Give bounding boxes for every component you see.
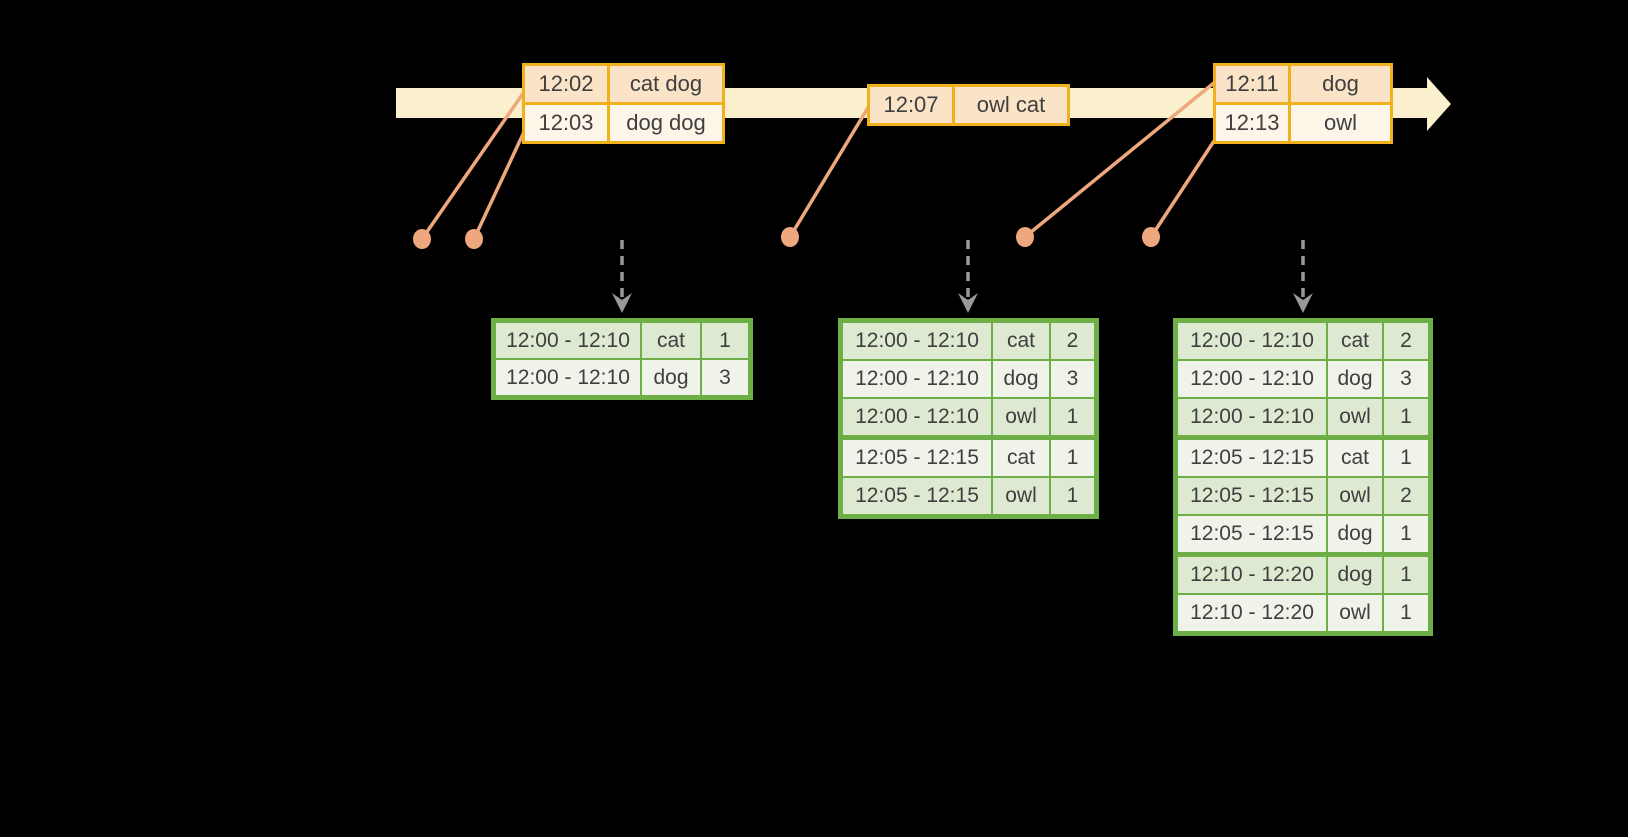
- result-row: 12:00 - 12:10 owl 1: [1178, 399, 1428, 435]
- trigger-arrowhead-icon: [1293, 293, 1313, 313]
- window-cell: 12:10 - 12:20: [1178, 595, 1326, 631]
- event-dots: [413, 227, 1160, 249]
- result-row: 12:05 - 12:15 cat 1: [1178, 440, 1428, 476]
- event-words-cell: dog: [1291, 66, 1390, 102]
- window-cell: 12:00 - 12:10: [843, 323, 991, 359]
- window-cell: 12:00 - 12:10: [496, 323, 640, 358]
- word-cell: owl: [1328, 595, 1382, 631]
- count-cell: 1: [1051, 399, 1094, 435]
- word-cell: cat: [1328, 440, 1382, 476]
- result-table: 12:00 - 12:10 cat 1 12:00 - 12:10 dog 3: [491, 318, 753, 400]
- word-cell: dog: [1328, 361, 1382, 397]
- window-cell: 12:05 - 12:15: [1178, 478, 1326, 514]
- event-time-cell: 12:11: [1216, 66, 1288, 102]
- event-connector-line: [1149, 140, 1216, 238]
- result-row: 12:00 - 12:10 dog 3: [1178, 361, 1428, 397]
- window-cell: 12:00 - 12:10: [1178, 361, 1326, 397]
- event-table: 12:02 cat dog 12:03 dog dog: [522, 63, 725, 144]
- word-cell: owl: [993, 478, 1049, 514]
- count-cell: 2: [1384, 478, 1428, 514]
- count-cell: 1: [1384, 516, 1428, 552]
- count-cell: 1: [1384, 557, 1428, 593]
- result-row: 12:00 - 12:10 cat 1: [496, 323, 748, 358]
- window-cell: 12:00 - 12:10: [1178, 399, 1326, 435]
- event-connector-line: [788, 105, 871, 238]
- count-cell: 3: [1051, 361, 1094, 397]
- count-cell: 2: [1384, 323, 1428, 359]
- window-cell: 12:10 - 12:20: [1178, 557, 1326, 593]
- window-cell: 12:00 - 12:10: [496, 360, 640, 395]
- result-row: 12:00 - 12:10 owl 1: [843, 399, 1094, 435]
- result-row: 12:10 - 12:20 dog 1: [1178, 557, 1428, 593]
- event-connector-lines: [420, 80, 1217, 240]
- window-cell: 12:05 - 12:15: [1178, 516, 1326, 552]
- event-connector-line: [420, 91, 526, 240]
- result-table: 12:00 - 12:10 cat 2 12:00 - 12:10 dog 3 …: [838, 318, 1099, 519]
- event-dot: [1142, 227, 1160, 247]
- result-row: 12:00 - 12:10 dog 3: [843, 361, 1094, 397]
- result-row: 12:05 - 12:15 owl 1: [843, 478, 1094, 514]
- result-row: 12:05 - 12:15 dog 1: [1178, 516, 1428, 552]
- window-cell: 12:05 - 12:15: [843, 440, 991, 476]
- count-cell: 1: [702, 323, 748, 358]
- count-cell: 3: [702, 360, 748, 395]
- result-row: 12:00 - 12:10 cat 2: [843, 323, 1094, 359]
- event-dot: [465, 229, 483, 249]
- word-cell: dog: [642, 360, 700, 395]
- result-row: 12:10 - 12:20 owl 1: [1178, 595, 1428, 631]
- word-cell: dog: [993, 361, 1049, 397]
- timeline-arrowhead-icon: [1427, 77, 1451, 131]
- word-cell: owl: [1328, 399, 1382, 435]
- trigger-arrowhead-icon: [958, 293, 978, 313]
- window-cell: 12:05 - 12:15: [843, 478, 991, 514]
- window-cell: 12:00 - 12:10: [843, 399, 991, 435]
- event-time-cell: 12:13: [1216, 105, 1288, 141]
- word-cell: dog: [1328, 557, 1382, 593]
- event-connector-line: [472, 131, 526, 240]
- event-dot: [781, 227, 799, 247]
- window-cell: 12:00 - 12:10: [1178, 323, 1326, 359]
- event-dot: [1016, 227, 1034, 247]
- word-cell: cat: [993, 440, 1049, 476]
- event-words-cell: dog dog: [610, 105, 722, 141]
- count-cell: 1: [1384, 399, 1428, 435]
- event-dot: [413, 229, 431, 249]
- result-row: 12:00 - 12:10 cat 2: [1178, 323, 1428, 359]
- word-cell: cat: [1328, 323, 1382, 359]
- count-cell: 3: [1384, 361, 1428, 397]
- count-cell: 1: [1051, 478, 1094, 514]
- event-table: 12:07 owl cat: [867, 84, 1070, 126]
- event-words-cell: cat dog: [610, 66, 722, 102]
- event-time-cell: 12:07: [870, 87, 952, 123]
- event-connector-line: [1023, 80, 1217, 239]
- event-time-cell: 12:03: [525, 105, 607, 141]
- word-cell: owl: [1328, 478, 1382, 514]
- event-words-cell: owl cat: [955, 87, 1067, 123]
- event-words-cell: owl: [1291, 105, 1390, 141]
- result-table: 12:00 - 12:10 cat 2 12:00 - 12:10 dog 3 …: [1173, 318, 1433, 636]
- count-cell: 1: [1384, 595, 1428, 631]
- result-row: 12:00 - 12:10 dog 3: [496, 360, 748, 395]
- result-row: 12:05 - 12:15 owl 2: [1178, 478, 1428, 514]
- count-cell: 2: [1051, 323, 1094, 359]
- window-cell: 12:00 - 12:10: [843, 361, 991, 397]
- trigger-arrows: [612, 240, 1313, 313]
- trigger-arrowhead-icon: [612, 293, 632, 313]
- word-cell: cat: [993, 323, 1049, 359]
- word-cell: cat: [642, 323, 700, 358]
- word-cell: dog: [1328, 516, 1382, 552]
- count-cell: 1: [1051, 440, 1094, 476]
- window-cell: 12:05 - 12:15: [1178, 440, 1326, 476]
- word-cell: owl: [993, 399, 1049, 435]
- count-cell: 1: [1384, 440, 1428, 476]
- event-time-cell: 12:02: [525, 66, 607, 102]
- event-table: 12:11 dog 12:13 owl: [1213, 63, 1393, 144]
- result-row: 12:05 - 12:15 cat 1: [843, 440, 1094, 476]
